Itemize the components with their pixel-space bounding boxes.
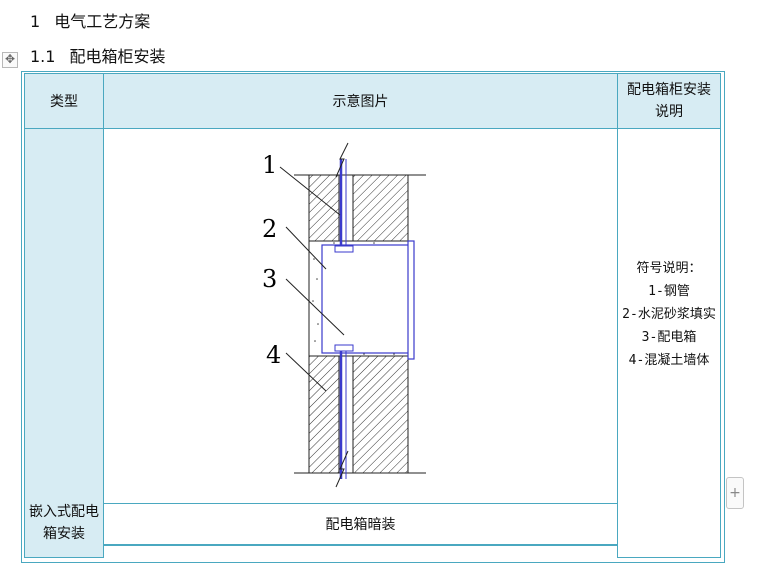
distribution-box-diagram: 1 2 3 4 [262,142,426,488]
wall-lower-right [352,355,409,474]
picture-caption: 配电箱暗装 [103,503,618,545]
wall-upper-right [352,174,409,242]
wall-upper-left [308,174,340,242]
header-picture: 示意图片 [103,73,618,129]
leader-line-1 [279,166,341,216]
legend-title: 符号说明： [636,261,702,276]
heading-2-text: 配电箱柜安装 [69,47,166,66]
wall-lower-left [308,355,340,474]
legend-item: 3-配电箱 [641,330,697,345]
diagram-label-2: 2 [262,215,277,243]
leader-line-2 [285,226,327,270]
type-cell: 嵌入式配电箱安装 [24,128,104,558]
heading-1-number: 1 [30,12,41,31]
leader-line-3 [285,278,345,336]
leader-line-4 [285,352,327,392]
table-move-cross-icon[interactable]: ✥ [2,52,18,68]
type-text: 嵌入式配电箱安装 [29,504,99,542]
picture-cell: 1 2 3 4 [103,128,618,504]
heading-2: 1.1 配电箱柜安装 [30,43,165,67]
diagram-label-4: 4 [266,341,281,369]
description-cell: 符号说明： 1-钢管 2-水泥砂浆填实 3-配电箱 4-混凝土墙体 [617,128,721,558]
table-row-divider [103,545,618,546]
heading-1: 1 电气工艺方案 [30,8,150,32]
legend-item: 1-钢管 [648,284,690,299]
pipe-connector-bottom [334,344,354,352]
diagram-label-3: 3 [262,265,277,293]
distribution-box [321,244,410,354]
heading-2-number: 1.1 [30,47,56,66]
pipe-connector-top [334,245,354,253]
header-description: 配电箱柜安装说明 [617,73,721,129]
legend-item: 4-混凝土墙体 [628,353,710,368]
heading-1-text: 电气工艺方案 [54,12,151,31]
header-type: 类型 [24,73,104,129]
legend-item: 2-水泥砂浆填实 [622,307,716,322]
box-door [407,240,415,360]
break-mark-bottom [335,450,349,488]
symbol-legend: 符号说明： 1-钢管 2-水泥砂浆填实 3-配电箱 4-混凝土墙体 [618,257,720,372]
diagram-label-1: 1 [262,151,277,179]
break-mark-top [335,142,349,178]
add-column-plus-icon[interactable]: + [726,477,744,509]
mortar-dots [312,242,395,355]
